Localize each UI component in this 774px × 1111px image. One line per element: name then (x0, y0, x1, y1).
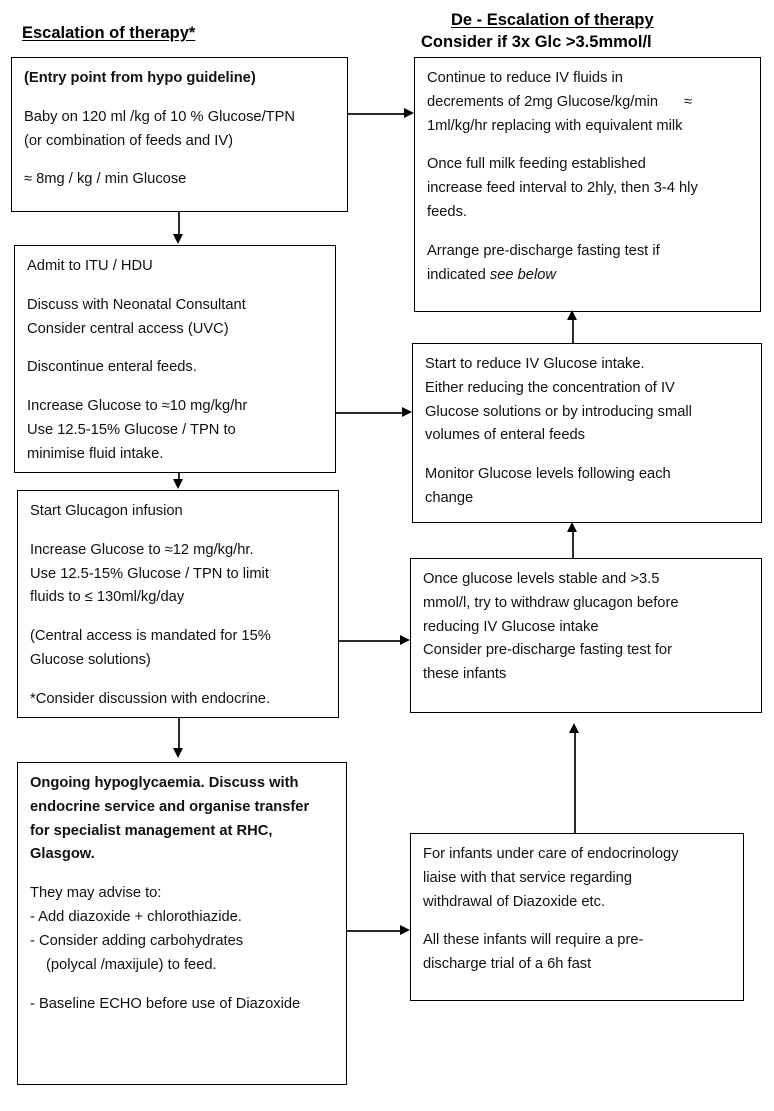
endocrinology-line-1: For infants under care of endocrinology (423, 846, 679, 862)
reduce-fluids-see-below: see below (489, 266, 557, 283)
endocrinology-line-2: liaise with that service regarding (423, 869, 632, 886)
withdraw-glucagon-line-3: reducing IV Glucose intake (423, 618, 599, 635)
admit-line-7: minimise fluid intake. (27, 445, 164, 462)
reduce-fluids-line-3: 1ml/kg/hr replacing with equivalent milk (427, 117, 683, 134)
ongoing-line-5: - Baseline ECHO before use of Diazoxide (30, 995, 301, 1012)
arrow-up-reduce-glucose-to-reduce-fluids-icon (566, 310, 577, 320)
ongoing-line-1: They may advise to: (30, 885, 162, 902)
connector-line-withdraw-to-reduce-glucose (572, 531, 574, 558)
connector-line-glucagon-to-withdraw (339, 640, 402, 642)
reduce-fluids-line-2: decrements of 2mg Glucose/kg/min (427, 93, 659, 110)
arrow-right-admit-to-reduce-glucose-icon (402, 406, 412, 417)
glucagon-line-7: *Consider discussion with endocrine. (30, 690, 271, 707)
reduce-fluids-para2-line-2: increase feed interval to 2hly, then 3-4… (427, 180, 698, 197)
connector-line-entry-to-admit (178, 212, 180, 236)
reduce-fluids-approx-symbol: ≈ (684, 93, 693, 110)
arrow-down-admit-to-glucagon-icon (172, 479, 183, 489)
entry-point-line-3: (or combination of feeds and IV) (24, 132, 234, 149)
ongoing-line-3: - Consider adding carbohydrates (30, 932, 244, 949)
admit-line-1: Admit to ITU / HDU (27, 258, 153, 274)
withdraw-glucagon-box: Once glucose levels stable and >3.5 mmol… (410, 558, 762, 713)
reduce-glucose-line-3: Glucose solutions or by introducing smal… (425, 403, 692, 420)
de-escalation-heading: De - Escalation of therapy (451, 11, 654, 29)
connector-line-admit-to-glucagon (178, 473, 180, 482)
endocrinology-line-3: withdrawal of Diazoxide etc. (423, 893, 606, 910)
ongoing-bold-line-2: endocrine service and organise transfer (30, 798, 310, 815)
connector-line-glucagon-to-ongoing (178, 718, 180, 750)
admit-line-4: Discontinue enteral feeds. (27, 359, 197, 376)
withdraw-glucagon-line-1: Once glucose levels stable and >3.5 (423, 571, 660, 587)
reduce-fluids-para3-line-1: Arrange pre-discharge fasting test if (427, 242, 660, 259)
entry-point-box: (Entry point from hypo guideline) Baby o… (11, 57, 348, 212)
ongoing-line-4: (polycal /maxijule) to feed. (46, 956, 217, 973)
reduce-glucose-line-4: volumes of enteral feeds (425, 427, 586, 444)
ongoing-bold-line-1: Ongoing hypoglycaemia. Discuss with (30, 775, 299, 791)
ongoing-bold-line-3: for specialist management at RHC, (30, 822, 273, 839)
reduce-fluids-para2-line-3: feeds. (427, 204, 468, 221)
reduce-fluids-line-1: Continue to reduce IV fluids in (427, 70, 623, 86)
admit-line-3: Consider central access (UVC) (27, 320, 229, 337)
admit-line-5: Increase Glucose to ≈10 mg/kg/hr (27, 398, 248, 415)
glucagon-line-4: fluids to ≤ 130ml/kg/day (30, 589, 185, 606)
admit-line-2: Discuss with Neonatal Consultant (27, 296, 246, 313)
arrow-up-withdraw-to-reduce-glucose-icon (566, 522, 577, 532)
glucagon-line-1: Start Glucagon infusion (30, 503, 183, 519)
endocrinology-care-box: For infants under care of endocrinology … (410, 833, 744, 1001)
glucagon-line-5: (Central access is mandated for 15% (30, 628, 271, 645)
glucagon-line-2: Increase Glucose to ≈12 mg/kg/hr. (30, 541, 254, 558)
ongoing-line-2: - Add diazoxide + chlorothiazide. (30, 909, 242, 926)
endocrinology-fast-line-1: All these infants will require a pre- (423, 932, 644, 949)
ongoing-hypoglycaemia-box: Ongoing hypoglycaemia. Discuss with endo… (17, 762, 347, 1085)
reduce-fluids-para2-line-1: Once full milk feeding established (427, 156, 646, 173)
reduce-glucose-line-2: Either reducing the concentration of IV (425, 379, 675, 396)
ongoing-bold-line-4: Glasgow. (30, 846, 95, 863)
admit-line-6: Use 12.5-15% Glucose / TPN to (27, 422, 236, 439)
connector-line-endocrinology-to-withdraw (574, 731, 576, 833)
glucagon-line-3: Use 12.5-15% Glucose / TPN to limit (30, 565, 269, 582)
reduce-fluids-para3-line-2: indicated (427, 266, 490, 283)
reduce-glucose-monitor-line-2: change (425, 490, 474, 507)
escalation-heading: Escalation of therapy* (22, 24, 196, 42)
arrow-up-endocrinology-to-withdraw-icon (568, 723, 579, 733)
withdraw-glucagon-line-5: these infants (423, 666, 507, 683)
arrow-down-glucagon-to-ongoing-icon (172, 748, 183, 758)
reduce-glucose-intake-box: Start to reduce IV Glucose intake. Eithe… (412, 343, 762, 523)
glucagon-line-6: Glucose solutions) (30, 652, 151, 669)
connector-line-entry-to-reduce-fluids (348, 113, 406, 115)
entry-point-line-4: ≈ 8mg / kg / min Glucose (24, 171, 187, 188)
connector-line-admit-to-reduce-glucose (336, 412, 404, 414)
connector-line-reduce-glucose-to-reduce-fluids (572, 318, 574, 343)
withdraw-glucagon-line-2: mmol/l, try to withdraw glucagon before (423, 594, 679, 611)
admit-itu-hdu-box: Admit to ITU / HDU Discuss with Neonatal… (14, 245, 336, 473)
entry-point-line-1: (Entry point from hypo guideline) (24, 70, 256, 86)
endocrinology-fast-line-2: discharge trial of a 6h fast (423, 956, 592, 973)
arrow-right-glucagon-to-withdraw-icon (400, 634, 410, 645)
reduce-glucose-monitor-line-1: Monitor Glucose levels following each (425, 466, 671, 483)
reduce-glucose-line-1: Start to reduce IV Glucose intake. (425, 356, 645, 372)
arrow-right-entry-to-reduce-fluids-icon (404, 107, 414, 118)
connector-line-ongoing-to-endocrinology (347, 930, 402, 932)
glucagon-infusion-box: Start Glucagon infusion Increase Glucose… (17, 490, 339, 718)
de-escalation-subheading: Consider if 3x Glc >3.5mmol/l (421, 33, 652, 51)
arrow-down-entry-to-admit-icon (172, 234, 183, 244)
reduce-iv-fluids-box: Continue to reduce IV fluids in decremen… (414, 57, 761, 312)
withdraw-glucagon-line-4: Consider pre-discharge fasting test for (423, 642, 672, 659)
arrow-right-ongoing-to-endocrinology-icon (400, 924, 410, 935)
entry-point-line-2: Baby on 120 ml /kg of 10 % Glucose/TPN (24, 108, 296, 125)
